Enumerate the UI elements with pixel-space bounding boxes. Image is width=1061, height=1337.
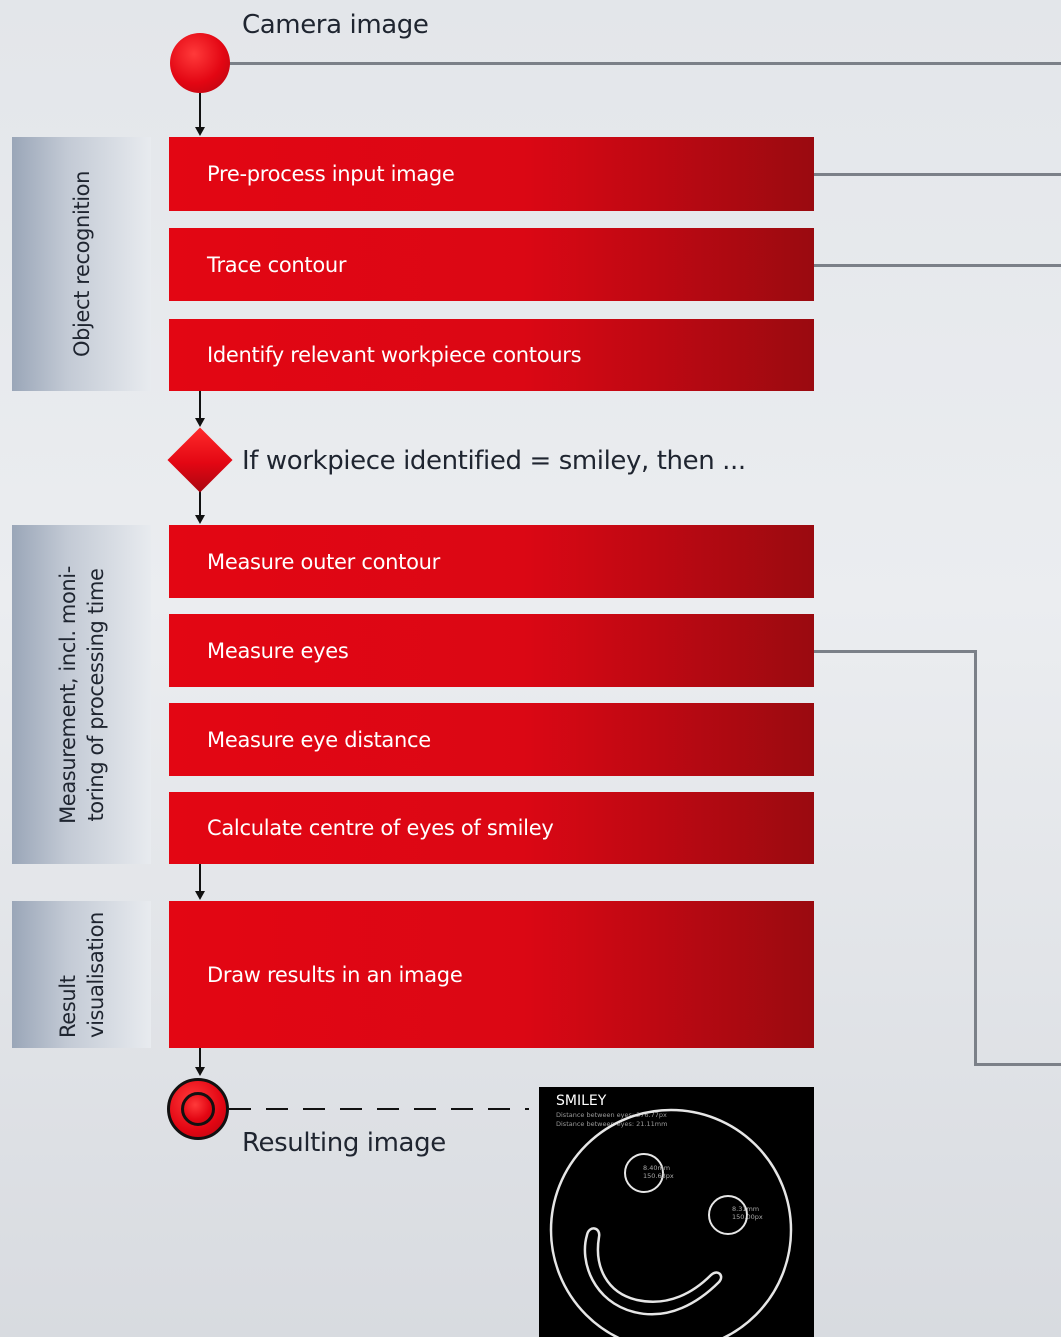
- group-object-recognition: Object recognition: [12, 137, 151, 391]
- decision-label: If workpiece identified = smiley, then .…: [242, 446, 746, 476]
- group-label: Result visualisation: [55, 911, 108, 1038]
- arrow-draw-to-end: [199, 1048, 201, 1069]
- arrow-head: [195, 1067, 205, 1076]
- connector-line-eyes-bottom: [974, 1063, 1061, 1066]
- step-identify-contours: Identify relevant workpiece contours: [169, 319, 814, 391]
- step-calculate-centre: Calculate centre of eyes of smiley: [169, 792, 814, 864]
- step-trace-contour: Trace contour: [169, 228, 814, 301]
- connector-line-eyes-h: [814, 650, 977, 653]
- dashed-connector: [229, 1108, 529, 1110]
- connector-line-trace: [814, 264, 1061, 267]
- end-node: [167, 1078, 229, 1140]
- step-draw-results: Draw results in an image: [169, 901, 814, 1048]
- end-caption: Resulting image: [242, 1128, 446, 1158]
- arrow-head: [195, 127, 205, 136]
- group-label: Object recognition: [69, 170, 94, 358]
- arrow-head: [195, 891, 205, 900]
- connector-line-camera: [229, 62, 1061, 65]
- arrow-decision-to-measure: [199, 490, 201, 517]
- left-eye-measurement: 8.40mm 150.63px: [643, 1164, 674, 1180]
- decision-diamond: [167, 427, 233, 493]
- arrow-head: [195, 515, 205, 524]
- step-preprocess: Pre-process input image: [169, 137, 814, 211]
- result-image: SMILEY Distance between eyes: 376.77px D…: [539, 1087, 814, 1337]
- start-caption: Camera image: [242, 10, 429, 40]
- connector-line-eyes-v: [974, 650, 977, 1066]
- smiley-outer-contour: [549, 1108, 793, 1337]
- connector-line-preprocess: [814, 173, 1061, 176]
- result-info-line: Distance between eyes: 21.11mm: [556, 1120, 668, 1128]
- smiley-right-eye: [708, 1195, 748, 1235]
- arrow-calc-to-draw: [199, 864, 201, 893]
- end-node-inner: [181, 1092, 215, 1126]
- arrow-start-to-preprocess: [199, 93, 201, 129]
- start-node: [170, 33, 230, 93]
- smiley-drawing: [549, 1108, 793, 1337]
- group-measurement: Measurement, incl. moni- toring of proce…: [12, 525, 151, 864]
- step-measure-eye-distance: Measure eye distance: [169, 703, 814, 776]
- right-eye-measurement: 8.31mm 150.00px: [732, 1205, 763, 1221]
- step-measure-eyes: Measure eyes: [169, 614, 814, 687]
- smiley-left-eye: [624, 1153, 664, 1193]
- result-image-title: SMILEY: [556, 1093, 607, 1109]
- result-info-line: Distance between eyes: 376.77px: [556, 1111, 667, 1119]
- step-measure-outer-contour: Measure outer contour: [169, 525, 814, 598]
- group-label: Measurement, incl. moni- toring of proce…: [55, 565, 108, 824]
- group-result-visualisation: Result visualisation: [12, 901, 151, 1048]
- smiley-mouth: [583, 1227, 723, 1316]
- arrow-head: [195, 418, 205, 427]
- arrow-identify-to-decision: [199, 391, 201, 419]
